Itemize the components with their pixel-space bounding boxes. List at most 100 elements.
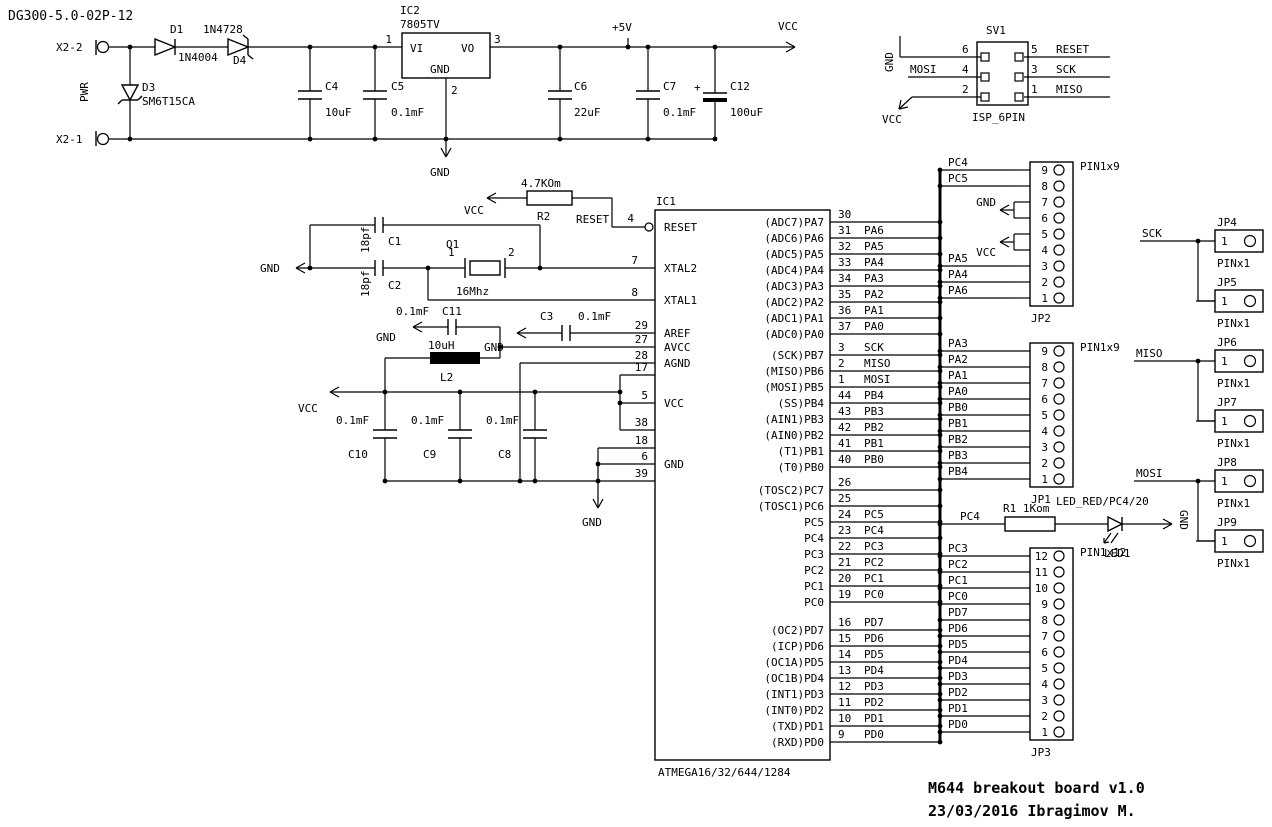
r2-vcc-label: VCC xyxy=(464,204,484,217)
jp2-header: PIN1x9 JP2 GND VCC 9 PC4 8 PC5 xyxy=(937,156,1120,325)
net-label: PB1 xyxy=(864,437,884,450)
pin-number: 19 xyxy=(838,588,851,601)
pin-number: 23 xyxy=(838,524,851,537)
jumper-ref: JP8 xyxy=(1217,456,1237,469)
jumper-pin: 1 xyxy=(1221,235,1228,248)
pin-label: (OC1A)PD5 xyxy=(764,656,824,669)
jp3-net-label: PC1 xyxy=(948,574,968,587)
pin-label: (AIN1)PB3 xyxy=(764,413,824,426)
jp1-net-label: PB3 xyxy=(948,449,968,462)
jp3-row: 7 PD6 xyxy=(937,622,1065,643)
ic1-porta-row: 31 (ADC6)PA6 PA6 xyxy=(764,224,943,245)
net-label: SCK xyxy=(864,341,884,354)
pin-label: (SS)PB4 xyxy=(778,397,825,410)
jp1-body xyxy=(1029,342,1074,488)
ic1-ports: 30 (ADC7)PA7 31 (ADC6)PA6 PA6 32 (ADC5)P… xyxy=(758,208,943,749)
q1-body xyxy=(469,260,501,276)
jp3-net-label: PD7 xyxy=(948,606,968,619)
sv1-mosi-label: MOSI xyxy=(910,63,937,76)
net-label: PA3 xyxy=(864,272,884,285)
net-label: PA6 xyxy=(864,224,884,237)
ic1-porta-row: 33 (ADC4)PA4 PA4 xyxy=(764,256,943,277)
ic1-vcc-pin-38: 38 xyxy=(635,416,648,429)
jp2-net-label: PA4 xyxy=(948,268,968,281)
jp3-row: 8 PD7 xyxy=(937,606,1065,627)
net-label: PC1 xyxy=(864,572,884,585)
pin-label: (ADC2)PA2 xyxy=(764,296,824,309)
net-label: PD6 xyxy=(864,632,884,645)
xtal-circuit: GND 18pf C2 18pf C1 Q1 16Mhz 1 2 xyxy=(260,217,655,301)
jp2-ref: JP2 xyxy=(1031,312,1051,325)
net-label: MISO xyxy=(864,357,891,370)
q1-value: 16Mhz xyxy=(456,285,489,298)
jp3-pin-number: 5 xyxy=(1041,662,1048,675)
ic1-aref-label: AREF xyxy=(664,327,691,340)
cap-ref: C8 xyxy=(498,448,511,461)
ic2-pin2: 2 xyxy=(451,84,458,97)
jp1-pin-number: 8 xyxy=(1041,361,1048,374)
jp3-row: 12 PC3 xyxy=(937,542,1065,563)
pin-number: 42 xyxy=(838,421,851,434)
jp3-pin-number: 1 xyxy=(1041,726,1048,739)
jp1-pin-number: 4 xyxy=(1041,425,1048,438)
pin-number: 33 xyxy=(838,256,851,269)
sv1-left-pin: 2 xyxy=(962,83,990,102)
jp2-pin-number: 4 xyxy=(1041,244,1048,257)
pin-number: 1 xyxy=(838,373,845,386)
ic1-porta-row: 34 (ADC3)PA3 PA3 xyxy=(764,272,943,293)
jp1-net-label: PA2 xyxy=(948,353,968,366)
pin-number: 31 xyxy=(838,224,851,237)
jp3-row: 1 PD0 xyxy=(937,718,1065,739)
jumper-ref: JP9 xyxy=(1217,516,1237,529)
q1-pin1: 1 xyxy=(448,246,455,259)
cap-c4 xyxy=(298,47,322,139)
jp3-row: 9 PC0 xyxy=(937,590,1065,611)
jp1-row: 8 PA2 xyxy=(937,353,1065,374)
net-label: PB3 xyxy=(864,405,884,418)
jp2-row: 3 PA5 xyxy=(948,252,1065,273)
footer-line2: 23/03/2016 Ibragimov M. xyxy=(928,802,1136,820)
jp1-pin-number: 7 xyxy=(1041,377,1048,390)
net-label: PA5 xyxy=(864,240,884,253)
net-label: PB4 xyxy=(864,389,884,402)
vcc-net-label: VCC xyxy=(298,402,318,415)
jp3-header: PIN1x12 JP3 12 PC3 11 PC2 10 PC1 9 PC0 xyxy=(937,542,1126,759)
sv1-left-pin-number: 6 xyxy=(962,43,969,56)
sv1-gnd-label: GND xyxy=(883,52,896,72)
ic1-portb-row: 3 (SCK)PB7 SCK xyxy=(771,341,943,362)
q1-ref: Q1 xyxy=(446,238,459,251)
ic1-section: IC1 ATMEGA16/32/644/1284 4 RESET 7 XTAL2… xyxy=(627,195,831,779)
sv1-right-pin-number: 3 xyxy=(1031,63,1038,76)
d1-value: 1N4004 xyxy=(178,51,218,64)
pin-number: 2 xyxy=(838,357,845,370)
ic2-vo: VO xyxy=(461,42,474,55)
sv1-vcc-label: VCC xyxy=(882,113,902,126)
sv1-right-row: 3 SCK xyxy=(1014,63,1110,82)
c1-value: 18pf xyxy=(359,227,372,254)
net-label: PD5 xyxy=(864,648,884,661)
jumper-type: PINx1 xyxy=(1217,317,1250,330)
cap-ref: C9 xyxy=(423,448,436,461)
pin-label: (ADC1)PA1 xyxy=(764,312,824,325)
pin-label: (OC1B)PD4 xyxy=(764,672,824,685)
ic1-aref-pin: 29 xyxy=(635,319,648,332)
x2-2-pad xyxy=(96,40,110,54)
jp2-pin-number: 7 xyxy=(1041,196,1048,209)
pin-number: 16 xyxy=(838,616,851,629)
diode-d1 xyxy=(154,37,177,57)
decoupling-cap: 0.1mF C9 xyxy=(411,389,472,484)
ic1-xtal2-label: XTAL2 xyxy=(664,262,697,275)
pin-label: PC1 xyxy=(804,580,824,593)
led-title: LED_RED/PC4/20 xyxy=(1056,495,1149,508)
ic1-porta-row: 35 (ADC2)PA2 PA2 xyxy=(764,288,943,309)
ic2-pin3: 3 xyxy=(494,33,501,46)
pwr-label: PWR xyxy=(78,82,91,102)
jumper-pin: 1 xyxy=(1221,535,1228,548)
sv1-right-row: 5 RESET xyxy=(1014,43,1110,62)
decoupling-cap: 0.1mF C10 xyxy=(336,389,397,484)
d1-ref: D1 xyxy=(170,23,183,36)
d4-ref: D4 xyxy=(233,54,247,67)
jp2-net-label: PC5 xyxy=(948,172,968,185)
ic1-portc-row: 19 PC0 PC0 xyxy=(804,588,943,609)
jp2-row: 8 PC5 xyxy=(948,172,1065,193)
